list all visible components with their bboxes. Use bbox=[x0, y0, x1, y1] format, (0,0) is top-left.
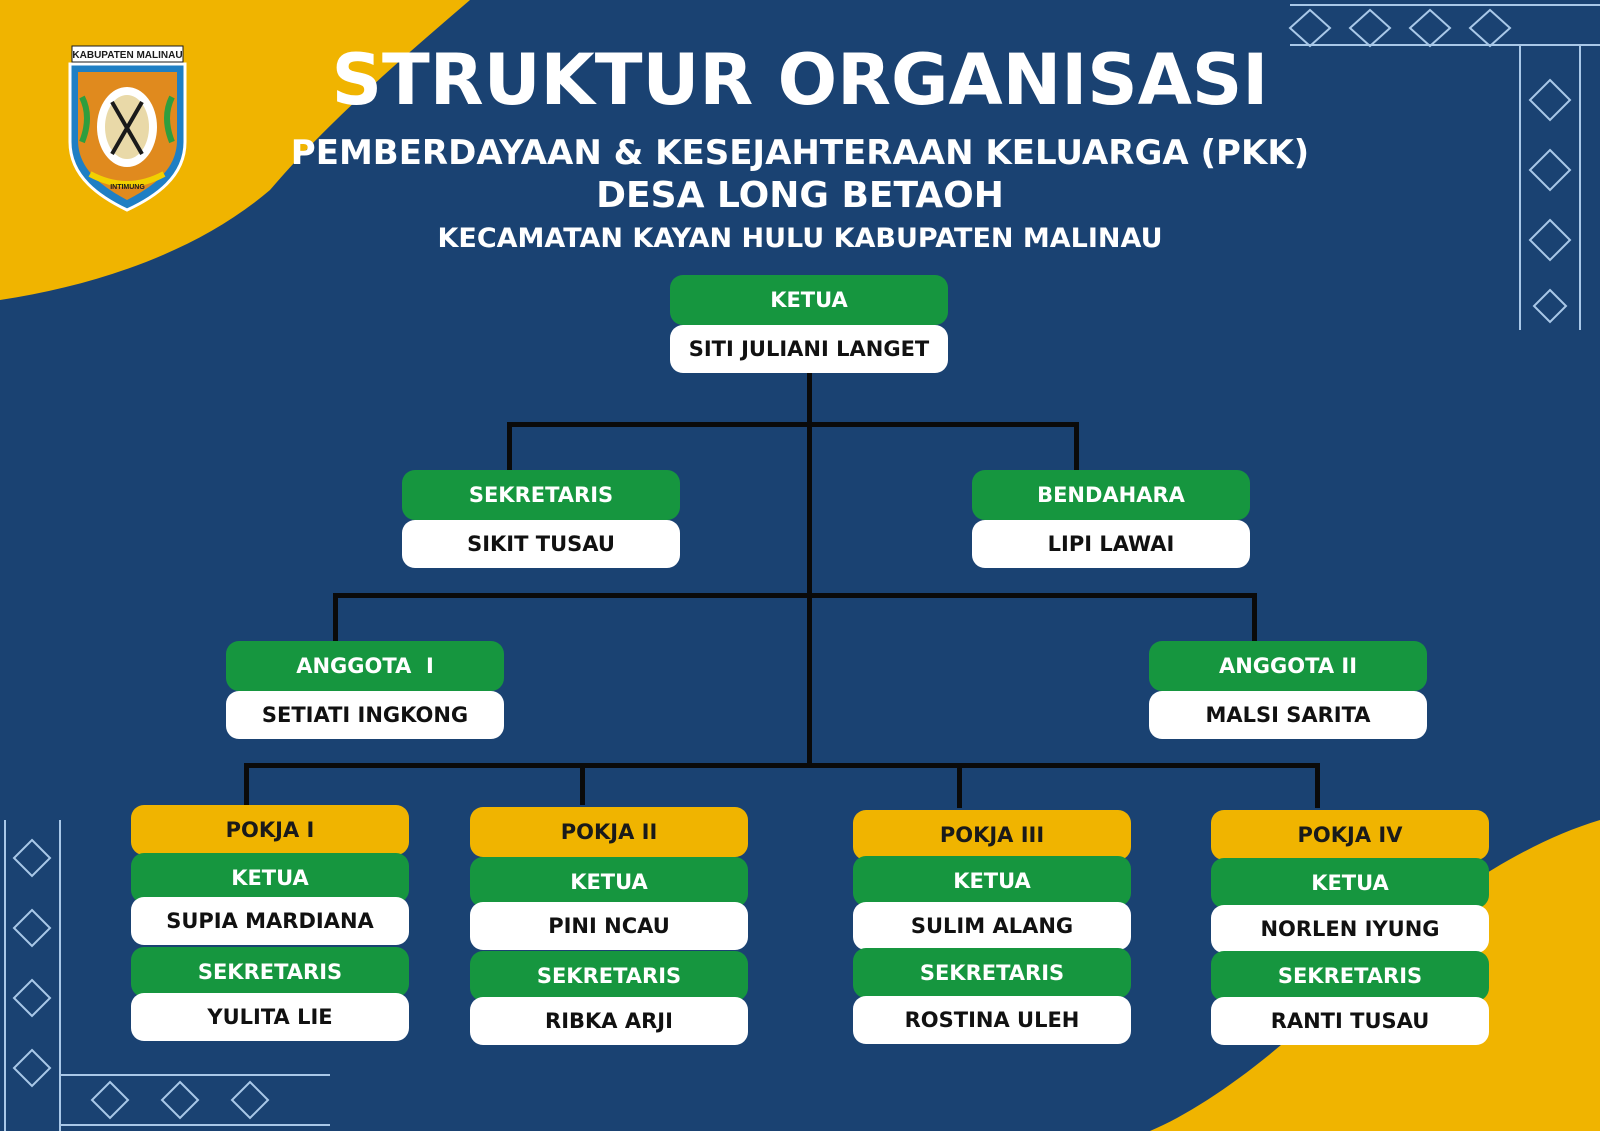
pokja2-sekretaris-label: SEKRETARIS bbox=[470, 951, 748, 1001]
sekretaris-role-label: SEKRETARIS bbox=[402, 470, 680, 520]
sekretaris-name: SIKIT TUSAU bbox=[402, 520, 680, 568]
bottom-left-ornament bbox=[4, 820, 330, 1131]
pokja4-ketua-label: KETUA bbox=[1211, 858, 1489, 908]
connector-to-bendahara bbox=[1074, 422, 1079, 470]
pokja1-ketua-name: SUPIA MARDIANA bbox=[131, 897, 409, 945]
connector-to-pokja1 bbox=[244, 763, 249, 805]
ketua-role-label: KETUA bbox=[670, 275, 948, 325]
pokja3-sekretaris-name: ROSTINA ULEH bbox=[853, 996, 1131, 1044]
ketua-name: SITI JULIANI LANGET bbox=[670, 325, 948, 373]
pokja1-sekretaris-label: SEKRETARIS bbox=[131, 947, 409, 997]
connector-to-pokja4 bbox=[1315, 763, 1320, 808]
pokja4-title: POKJA IV bbox=[1211, 810, 1489, 860]
pokja3-title: POKJA III bbox=[853, 810, 1131, 860]
pokja3-ketua-name: SULIM ALANG bbox=[853, 902, 1131, 950]
page-subtitle-district: KECAMATAN KAYAN HULU KABUPATEN MALINAU bbox=[437, 223, 1163, 254]
anggota2-name: MALSI SARITA bbox=[1149, 691, 1427, 739]
connector-to-sekretaris bbox=[507, 422, 512, 470]
connector-level1-horizontal bbox=[507, 422, 1079, 427]
kabupaten-malinau-logo: KABUPATEN MALINAU INTIMUNG bbox=[60, 42, 195, 212]
pokja4-ketua-name: NORLEN IYUNG bbox=[1211, 905, 1489, 953]
logo-top-text: KABUPATEN MALINAU bbox=[72, 50, 182, 61]
connector-to-pokja2 bbox=[580, 763, 585, 805]
pokja3-sekretaris-label: SEKRETARIS bbox=[853, 948, 1131, 998]
page-subtitle-organization: PEMBERDAYAAN & KESEJAHTERAAN KELUARGA (P… bbox=[290, 133, 1310, 173]
pokja1-title: POKJA I bbox=[131, 805, 409, 855]
page-subtitle-village: DESA LONG BETAOH bbox=[596, 175, 1004, 216]
pokja1-sekretaris-name: YULITA LIE bbox=[131, 993, 409, 1041]
pokja3-ketua-label: KETUA bbox=[853, 856, 1131, 906]
anggota1-role-label: ANGGOTA I bbox=[226, 641, 504, 691]
pokja1-ketua-label: KETUA bbox=[131, 853, 409, 903]
pokja2-ketua-label: KETUA bbox=[470, 857, 748, 907]
top-right-ornament bbox=[1288, 4, 1600, 330]
pokja4-sekretaris-label: SEKRETARIS bbox=[1211, 951, 1489, 1001]
connector-to-pokja3 bbox=[957, 763, 962, 808]
pokja2-sekretaris-name: RIBKA ARJI bbox=[470, 997, 748, 1045]
logo-text-overlay: KABUPATEN MALINAU INTIMUNG bbox=[71, 45, 184, 191]
anggota1-name: SETIATI INGKONG bbox=[226, 691, 504, 739]
connector-to-anggota2 bbox=[1252, 593, 1257, 641]
bendahara-name: LIPI LAWAI bbox=[972, 520, 1250, 568]
connector-to-anggota1 bbox=[333, 593, 338, 641]
page-title: STRUKTUR ORGANISASI bbox=[331, 39, 1269, 121]
coat-of-arms-icon bbox=[68, 62, 187, 212]
connector-level2-horizontal bbox=[333, 593, 1257, 598]
pokja2-title: POKJA II bbox=[470, 807, 748, 857]
logo-bottom-text: INTIMUNG bbox=[110, 184, 145, 191]
anggota2-role-label: ANGGOTA II bbox=[1149, 641, 1427, 691]
bendahara-role-label: BENDAHARA bbox=[972, 470, 1250, 520]
pokja4-sekretaris-name: RANTI TUSAU bbox=[1211, 997, 1489, 1045]
pokja2-ketua-name: PINI NCAU bbox=[470, 902, 748, 950]
connector-main-vertical bbox=[807, 370, 812, 768]
connector-level3-horizontal bbox=[244, 763, 1320, 768]
